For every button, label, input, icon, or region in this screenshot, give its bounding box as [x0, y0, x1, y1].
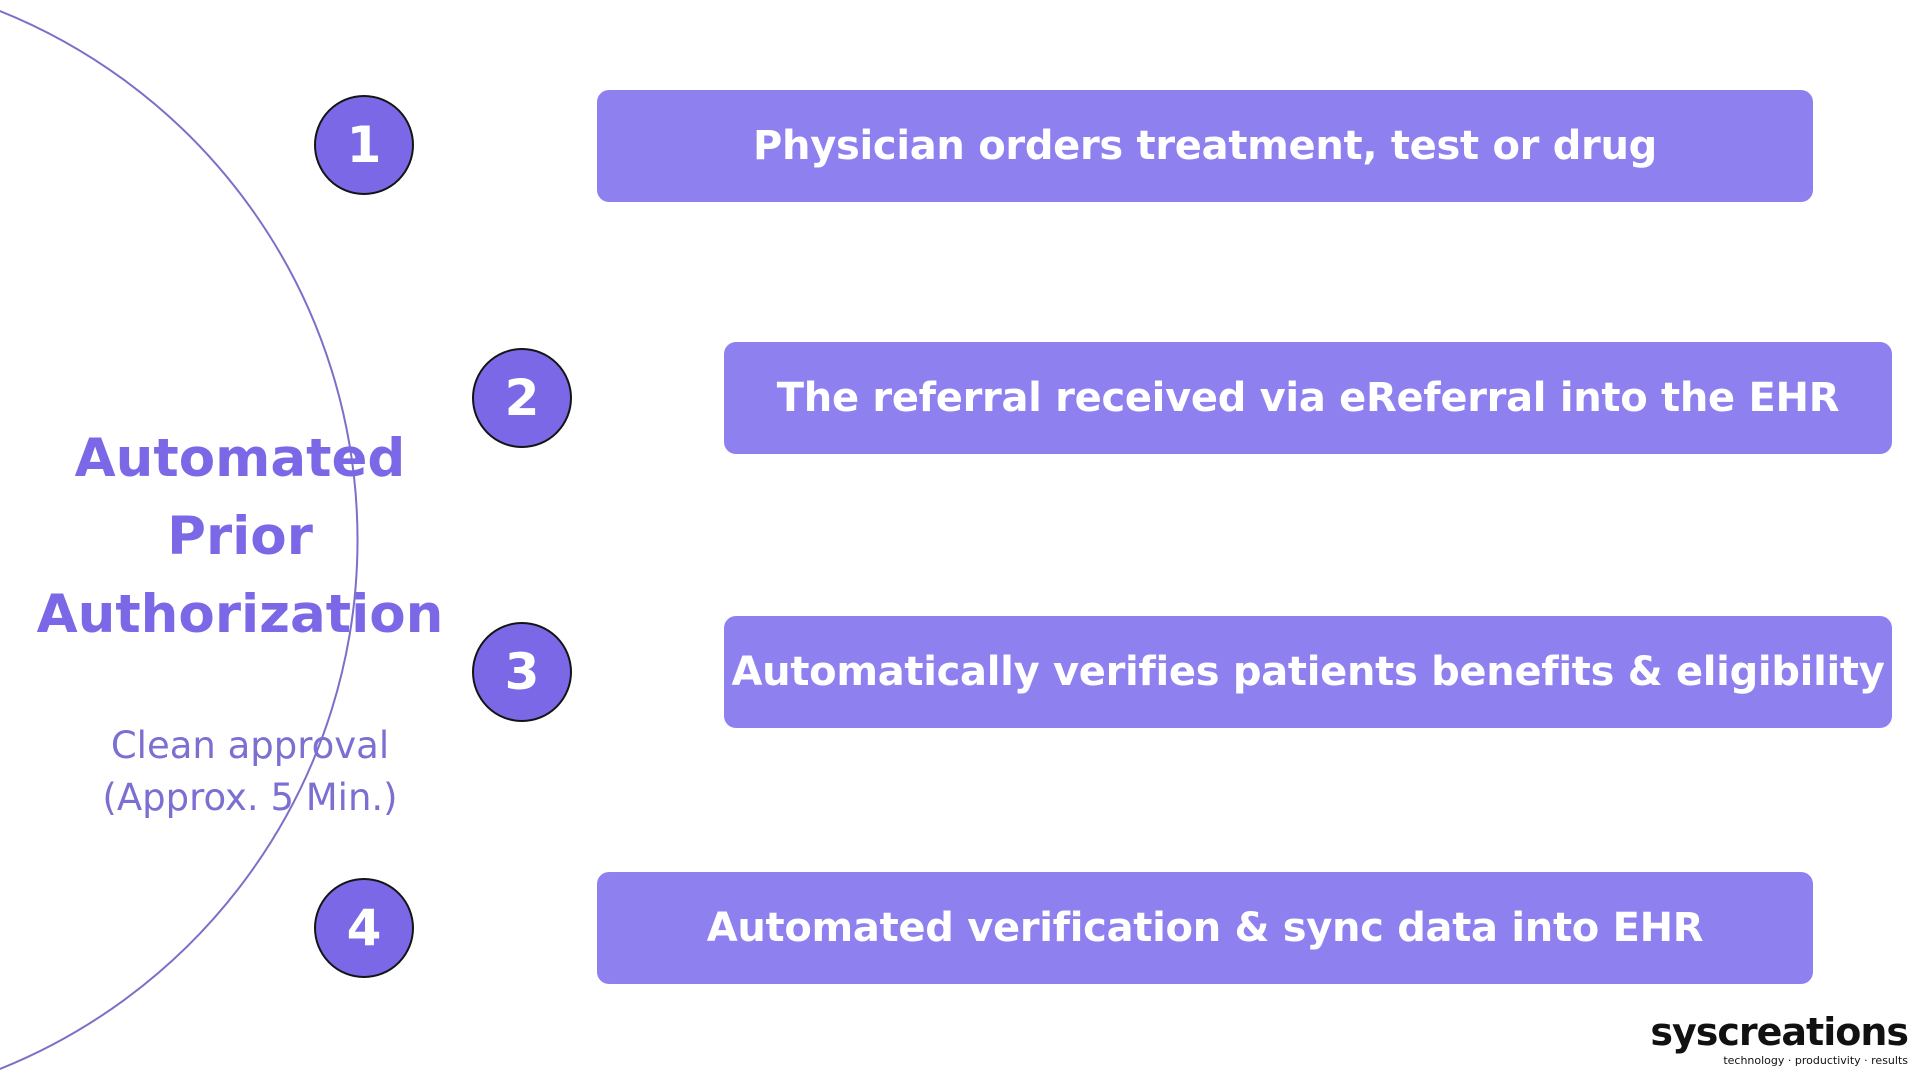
- title-line: Automated: [74, 428, 406, 489]
- brand-logo: syscreations technology · productivity ·…: [1650, 1010, 1909, 1068]
- step-number-4: 4: [314, 878, 414, 978]
- step-number-2: 2: [472, 348, 572, 448]
- step-box-3: Automatically verifies patients benefits…: [724, 616, 1892, 728]
- subtitle-line: (Approx. 5 Min.): [102, 776, 398, 819]
- title-line: Authorization: [36, 584, 444, 645]
- step-number-1: 1: [314, 95, 414, 195]
- step-box-2: The referral received via eReferral into…: [724, 342, 1892, 454]
- step-number-3: 3: [472, 622, 572, 722]
- diagram-subtitle: Clean approval (Approx. 5 Min.): [60, 720, 440, 824]
- brand-tagline: technology · productivity · results: [1723, 1054, 1908, 1067]
- title-line: Prior: [167, 506, 313, 567]
- step-text: Automated verification & sync data into …: [706, 905, 1704, 951]
- step-text: Automatically verifies patients benefits…: [731, 649, 1885, 695]
- step-text: Physician orders treatment, test or drug: [753, 123, 1657, 169]
- brand-name: syscreations: [1650, 1010, 1909, 1054]
- diagram-title: Automated Prior Authorization: [20, 420, 460, 654]
- step-text: The referral received via eReferral into…: [776, 375, 1840, 421]
- subtitle-line: Clean approval: [110, 724, 390, 767]
- step-box-1: Physician orders treatment, test or drug: [597, 90, 1813, 202]
- step-box-4: Automated verification & sync data into …: [597, 872, 1813, 984]
